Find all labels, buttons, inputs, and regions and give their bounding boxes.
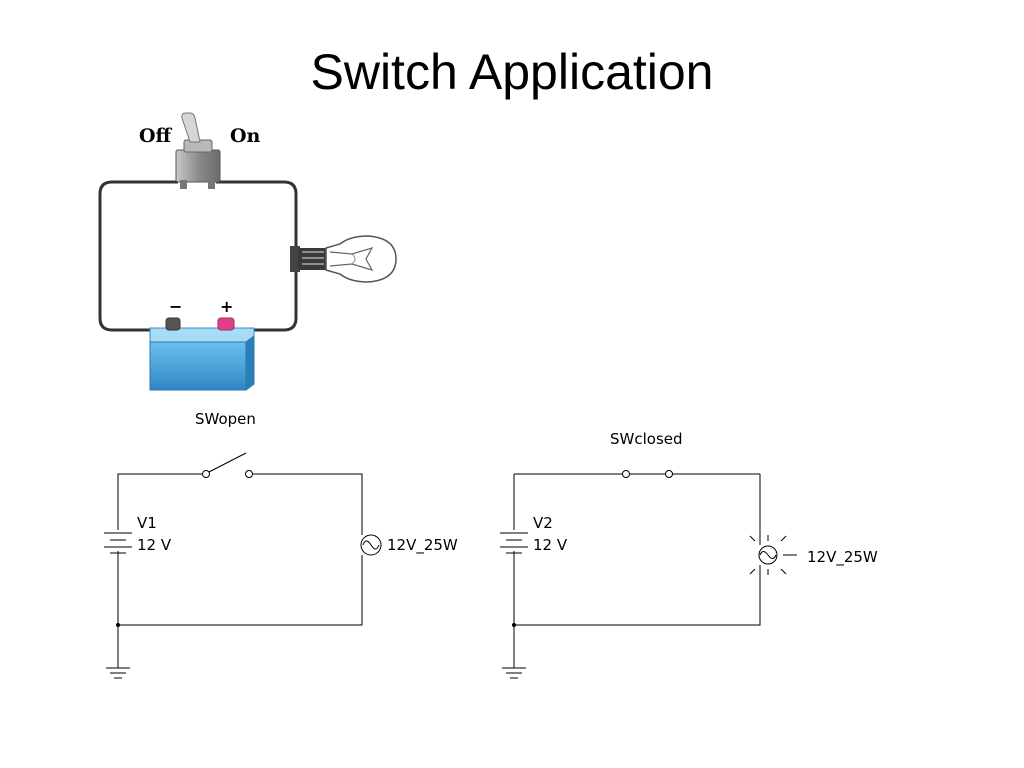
- battery-positive-terminal: [217, 317, 235, 331]
- switch-closed-contact: [622, 470, 630, 478]
- lamp-symbol: [360, 534, 382, 556]
- ground-symbol: [502, 667, 526, 679]
- schematic-closed: [500, 470, 797, 679]
- junction-dot: [512, 623, 516, 627]
- battery-negative-terminal: [165, 317, 181, 331]
- slide-title: Switch Application: [310, 44, 714, 100]
- battery-symbol: [104, 532, 132, 554]
- switch-closed-contact: [665, 470, 673, 478]
- pictorial-circuit: Off On − +: [98, 112, 397, 391]
- battery-plus-label: +: [220, 297, 233, 316]
- lamp-open-label: 12V_25W: [387, 536, 458, 555]
- source-v2-value: 12 V: [533, 536, 568, 554]
- battery-minus-label: −: [169, 297, 182, 316]
- switch-open-label: SWopen: [195, 410, 256, 428]
- switch-open-contact: [202, 470, 210, 478]
- battery: [149, 317, 255, 391]
- schematic-open: [104, 452, 382, 679]
- light-bulb: [290, 235, 397, 283]
- source-v1-name: V1: [137, 514, 157, 532]
- pictorial-wire: [98, 180, 298, 332]
- source-v2-name: V2: [533, 514, 553, 532]
- schematic-open-wire: [117, 473, 363, 668]
- junction-dot: [116, 623, 120, 627]
- lamp-closed-label: 12V_25W: [807, 548, 878, 567]
- switch-open-blade: [208, 452, 247, 473]
- toggle-switch: [175, 112, 221, 189]
- switch-open-contact: [245, 470, 253, 478]
- source-v1-value: 12 V: [137, 536, 172, 554]
- ground-symbol: [106, 667, 130, 679]
- schematic-closed-wire: [513, 473, 761, 668]
- switch-on-label: On: [230, 125, 261, 147]
- switch-off-label: Off: [139, 125, 173, 147]
- lamp-lit-symbol: [749, 535, 797, 575]
- switch-closed-label: SWclosed: [610, 430, 683, 448]
- battery-symbol: [500, 532, 528, 554]
